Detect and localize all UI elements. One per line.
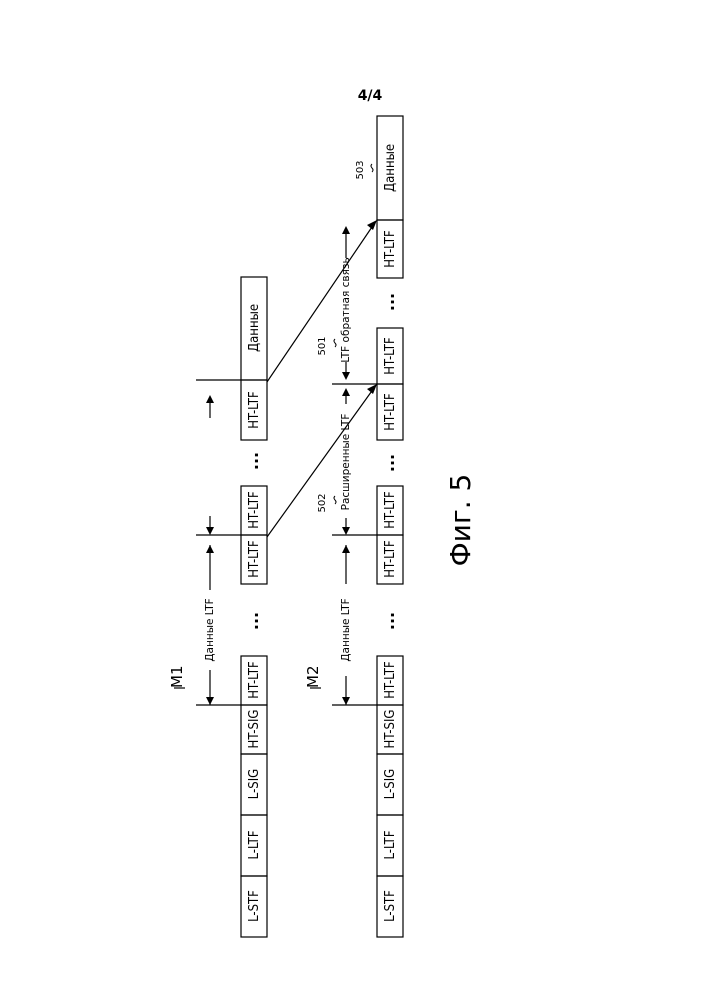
m1-label-ht-ltf-1: HT-LTF <box>247 661 262 699</box>
m2-label-ht-ltf-6: HT-LTF <box>383 230 398 268</box>
m1-label-l-sig: L-SIG <box>247 769 262 799</box>
m2-label-ht-ltf-4: HT-LTF <box>383 393 398 431</box>
m1-label-l-ltf: L-LTF <box>247 830 262 859</box>
m2-ellipsis-1: ... <box>379 612 398 630</box>
m1-span-label: Данные LTF <box>204 598 216 661</box>
mapping-arrowheads <box>367 220 377 394</box>
ltf-feedback-label: LTF обратная связь <box>340 257 352 362</box>
m2-label-l-stf: L-STF <box>383 890 398 922</box>
m2-span-label: Данные LTF <box>340 598 352 661</box>
ref-502: 502 <box>317 493 328 512</box>
m2-label-data: Данные <box>383 144 398 192</box>
m1-label-data: Данные <box>247 304 262 352</box>
figure-caption: Фиг. 5 <box>444 474 477 567</box>
ref-503: 503 <box>355 160 366 179</box>
m2-label-ht-ltf-5: HT-LTF <box>383 337 398 375</box>
m2-label-ht-sig: HT-SIG <box>383 710 398 749</box>
ref-501: 501 <box>317 336 328 355</box>
m2-label-ht-ltf-2: HT-LTF <box>383 540 398 578</box>
extended-ltf-label: Расширенные LTF <box>340 414 352 511</box>
row-m2-text: L-STF L-LTF L-SIG HT-SIG HT-LTF HT-LTF H… <box>379 144 398 922</box>
mapping-line-extended <box>267 388 374 537</box>
page-number: 4/4 <box>358 88 383 104</box>
m2-label-l-sig: L-SIG <box>383 769 398 799</box>
m1-label-ht-ltf-2: HT-LTF <box>247 540 262 578</box>
m1-ellipsis-1: ... <box>243 612 262 630</box>
m1-ellipsis-2: ... <box>243 452 262 470</box>
m2-label-l-ltf: L-LTF <box>383 830 398 859</box>
m1-label-ht-ltf-3: HT-LTF <box>247 491 262 529</box>
mapping-lines <box>267 224 374 537</box>
m1-label-l-stf: L-STF <box>247 890 262 922</box>
row-m1-text: L-STF L-LTF L-SIG HT-SIG HT-LTF HT-LTF H… <box>243 304 262 922</box>
mapping-line-feedback <box>267 224 374 382</box>
m1-label-ht-sig: HT-SIG <box>247 710 262 749</box>
m2-ellipsis-2: ... <box>379 454 398 472</box>
m2-label-ht-ltf-1: HT-LTF <box>383 661 398 699</box>
m2-label-ht-ltf-3: HT-LTF <box>383 491 398 529</box>
m1-marker: M1 <box>168 666 186 689</box>
m2-ellipsis-3: ... <box>379 293 398 311</box>
m1-label-ht-ltf-last: HT-LTF <box>247 391 262 429</box>
m2-marker: M2 <box>304 666 322 689</box>
